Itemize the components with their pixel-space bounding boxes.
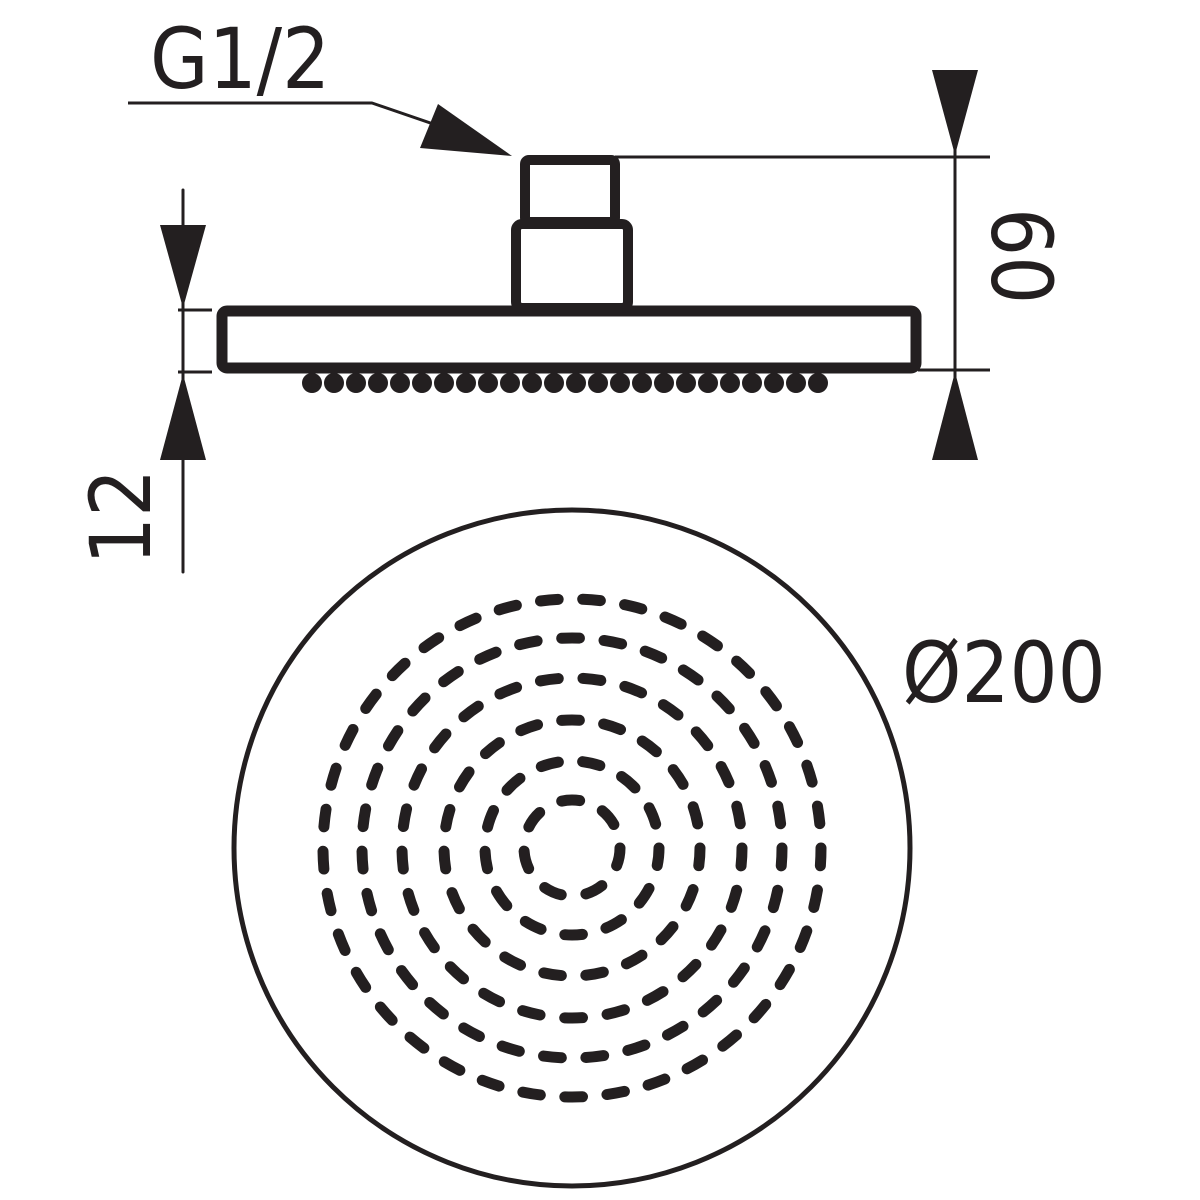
nozzle-bump: [720, 373, 740, 393]
thread-label: G1/2: [150, 10, 330, 108]
nozzle-ring: [396, 672, 748, 1024]
nozzle-bump: [786, 373, 806, 393]
connector-upper: [520, 155, 620, 227]
thread-arrow-icon: [420, 104, 512, 156]
nozzle-bump: [544, 373, 564, 393]
nozzle-bump: [456, 373, 476, 393]
nozzle-bump: [676, 373, 696, 393]
nozzle-bump: [764, 373, 784, 393]
nozzle-bump: [522, 373, 542, 393]
nozzle-ring: [356, 632, 788, 1064]
nozzle-bump: [368, 373, 388, 393]
nozzle-bump: [808, 373, 828, 393]
plate-thickness-label: 12: [72, 469, 170, 565]
nozzle-ring: [479, 755, 665, 941]
nozzle-bump: [654, 373, 674, 393]
nozzle-bump: [698, 373, 718, 393]
shower-head-outline: [231, 507, 913, 1189]
nozzle-row: [302, 373, 828, 393]
nozzle-rings: [317, 593, 827, 1103]
nozzle-bump: [610, 373, 630, 393]
connector-lower: [511, 219, 633, 313]
nozzle-bump: [434, 373, 454, 393]
nozzle-ring: [518, 794, 626, 902]
nozzle-ring: [438, 714, 706, 982]
thread-leader-line: [128, 101, 446, 130]
nozzle-bump: [302, 373, 322, 393]
nozzle-bump: [390, 373, 410, 393]
nozzle-bump: [742, 373, 762, 393]
nozzle-ring: [317, 593, 827, 1103]
arrow-down-icon: [160, 225, 206, 308]
plate-side-view: [216, 305, 922, 374]
nozzle-bump: [478, 373, 498, 393]
nozzle-bump: [346, 373, 366, 393]
diameter-label: Ø200: [902, 624, 1106, 722]
nozzle-bump: [500, 373, 520, 393]
height-label: 60: [972, 208, 1070, 304]
nozzle-bump: [588, 373, 608, 393]
nozzle-bump: [632, 373, 652, 393]
arrow-down-icon: [932, 70, 978, 155]
nozzle-bump: [412, 373, 432, 393]
arrow-up-icon: [160, 374, 206, 460]
arrow-up-icon: [932, 372, 978, 460]
nozzle-bump: [324, 373, 344, 393]
nozzle-bump: [566, 373, 586, 393]
